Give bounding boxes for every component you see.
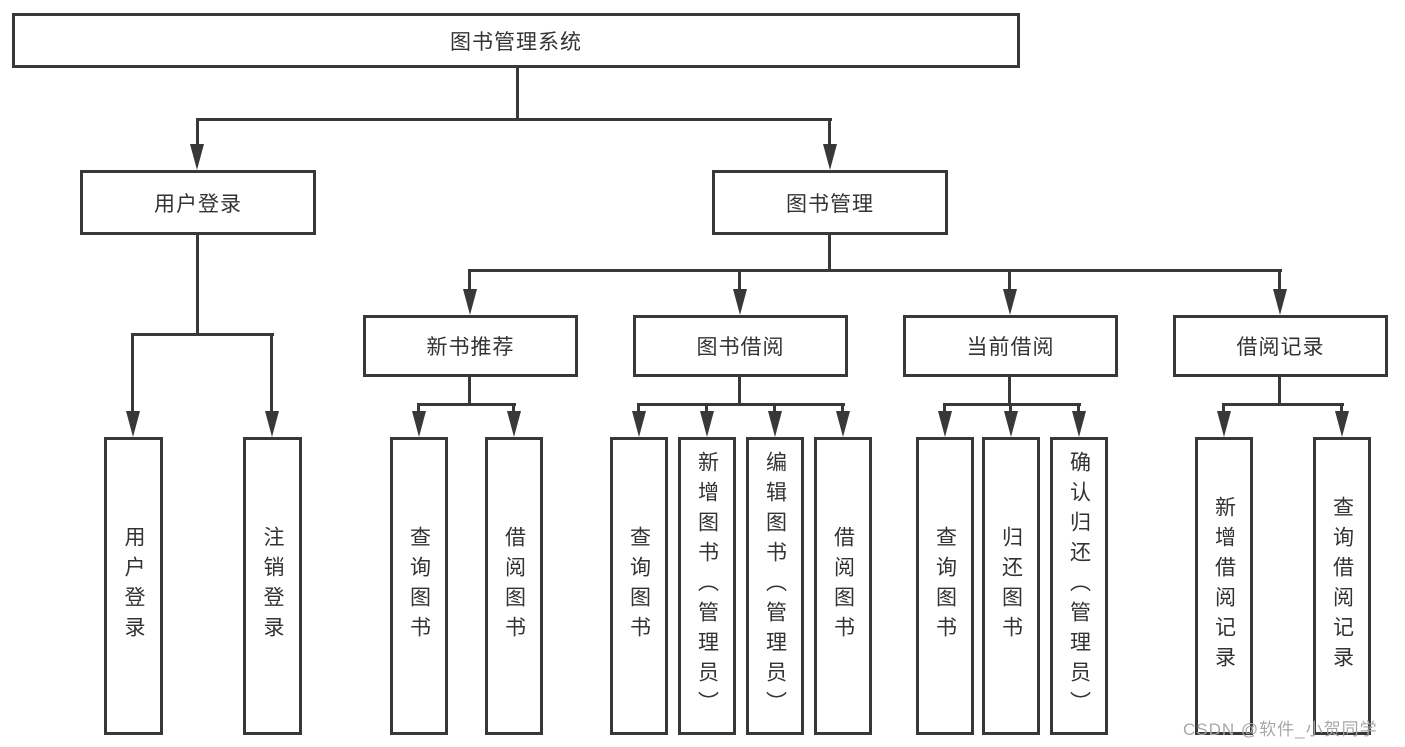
- arrow-down-icon: [190, 144, 204, 170]
- arrow-down-icon: [1072, 411, 1086, 437]
- leaf-user-login: 用户登录: [104, 437, 163, 735]
- arrow-down-icon: [632, 411, 646, 437]
- connector-line: [1278, 269, 1281, 290]
- connector-line: [417, 403, 420, 415]
- node-current-borrow: 当前借阅: [903, 315, 1118, 377]
- connector-line: [1278, 375, 1281, 405]
- arrow-down-icon: [126, 411, 140, 437]
- leaf-logout-login: 注销登录: [243, 437, 302, 735]
- connector-line: [468, 269, 1282, 272]
- node-new-book-recommend: 新书推荐: [363, 315, 578, 377]
- node-book-management: 图书管理: [712, 170, 948, 235]
- watermark: CSDN @软件_小贺同学: [1183, 720, 1378, 739]
- arrow-down-icon: [700, 411, 714, 437]
- connector-line: [196, 118, 832, 121]
- leaf-borrow-add-books-admin: 新增图书（管理员）: [678, 437, 736, 735]
- connector-line: [1077, 403, 1080, 415]
- connector-line: [516, 68, 519, 120]
- connector-line: [943, 403, 946, 415]
- arrow-down-icon: [938, 411, 952, 437]
- node-current-borrow-label: 当前借阅: [966, 336, 1055, 359]
- root-node: 图书管理系统: [12, 13, 1020, 68]
- connector-line: [196, 235, 199, 335]
- connector-line: [1008, 375, 1011, 405]
- node-new-book-recommend-label: 新书推荐: [426, 336, 515, 359]
- connector-line: [468, 375, 471, 405]
- leaf-recommend-query-books: 查询图书: [390, 437, 448, 735]
- node-book-management-label: 图书管理: [786, 192, 874, 216]
- connector-line: [270, 333, 273, 412]
- node-borrow-records: 借阅记录: [1173, 315, 1388, 377]
- connector-line: [417, 403, 516, 406]
- connector-line: [196, 118, 199, 144]
- connector-line: [773, 403, 776, 415]
- connector-line: [1008, 269, 1011, 290]
- connector-line: [1340, 403, 1343, 415]
- arrow-down-icon: [836, 411, 850, 437]
- connector-line: [1222, 403, 1225, 415]
- leaf-recommend-borrow-books: 借阅图书: [485, 437, 543, 735]
- leaf-records-query-record: 查询借阅记录: [1313, 437, 1371, 735]
- connector-line: [828, 118, 831, 144]
- arrow-down-icon: [1004, 411, 1018, 437]
- connector-line: [131, 333, 134, 412]
- connector-line: [841, 403, 844, 415]
- connector-line: [512, 403, 515, 415]
- connector-line: [943, 403, 1081, 406]
- arrow-down-icon: [1217, 411, 1231, 437]
- leaf-records-add-record: 新增借阅记录: [1195, 437, 1253, 735]
- arrow-down-icon: [507, 411, 521, 437]
- node-book-borrow: 图书借阅: [633, 315, 848, 377]
- arrow-down-icon: [463, 289, 477, 315]
- arrow-down-icon: [823, 144, 837, 170]
- arrow-down-icon: [1273, 289, 1287, 315]
- root-node-label: 图书管理系统: [450, 30, 582, 54]
- connector-line: [468, 269, 471, 290]
- node-borrow-records-label: 借阅记录: [1236, 336, 1325, 359]
- connector-line: [1222, 403, 1344, 406]
- leaf-current-confirm-return-admin: 确认归还（管理员）: [1050, 437, 1108, 735]
- node-book-borrow-label: 图书借阅: [696, 336, 785, 359]
- leaf-current-return-books: 归还图书: [982, 437, 1040, 735]
- connector-line: [738, 269, 741, 290]
- connector-line: [828, 235, 831, 271]
- leaf-borrow-query-books: 查询图书: [610, 437, 668, 735]
- connector-line: [705, 403, 708, 415]
- arrow-down-icon: [265, 411, 279, 437]
- leaf-current-query-books: 查询图书: [916, 437, 974, 735]
- node-user-login-label: 用户登录: [154, 192, 242, 216]
- arrow-down-icon: [768, 411, 782, 437]
- arrow-down-icon: [733, 289, 747, 315]
- leaf-borrow-edit-books-admin: 编辑图书（管理员）: [746, 437, 804, 735]
- arrow-down-icon: [412, 411, 426, 437]
- node-user-login: 用户登录: [80, 170, 316, 235]
- arrow-down-icon: [1003, 289, 1017, 315]
- connector-line: [132, 333, 274, 336]
- connector-line: [637, 403, 640, 415]
- arrow-down-icon: [1335, 411, 1349, 437]
- connector-line: [1009, 403, 1012, 415]
- connector-line: [637, 403, 845, 406]
- leaf-borrow-borrow-books: 借阅图书: [814, 437, 872, 735]
- connector-line: [738, 375, 741, 405]
